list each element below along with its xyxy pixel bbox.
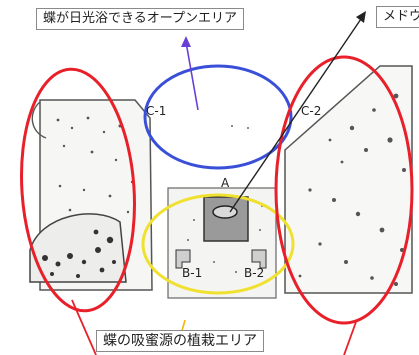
meadow-pointer-head — [356, 11, 366, 23]
nectar-planting-callout: 蝶の吸蜜源の植栽エリア — [96, 330, 264, 352]
nectar-area-circle — [141, 193, 295, 295]
bracket-b2 — [251, 249, 267, 269]
sunbathing-pointer — [185, 41, 199, 111]
planting-bed-edge — [31, 101, 47, 139]
meadow-callout: メドウ — [376, 6, 419, 28]
zone-label-b2: B-2 — [244, 266, 265, 280]
zone-label-a: A — [221, 176, 230, 190]
center-plot — [167, 187, 277, 299]
nectar-pointer-right — [343, 321, 357, 355]
nectar-pointer-left — [71, 299, 97, 355]
meadow-pointer — [229, 15, 364, 213]
sunbathing-area-circle — [143, 64, 293, 170]
zone-label-c1: C-1 — [146, 104, 167, 118]
feature-a-basin — [212, 205, 238, 219]
sunbathing-area-callout: 蝶が日光浴できるオープンエリア — [36, 8, 244, 30]
feature-a-box — [203, 196, 249, 242]
bracket-b1 — [175, 249, 191, 269]
sunbathing-pointer-head — [181, 36, 191, 47]
stipple-right — [298, 93, 406, 286]
stipple-left-dense — [42, 229, 116, 278]
zone-label-b1: B-1 — [182, 266, 203, 280]
meadow-circle-right — [274, 55, 414, 325]
planting-bed-left-inner — [29, 213, 127, 283]
zone-label-c2: C-2 — [301, 104, 322, 118]
meadow-circle-left — [20, 67, 136, 313]
